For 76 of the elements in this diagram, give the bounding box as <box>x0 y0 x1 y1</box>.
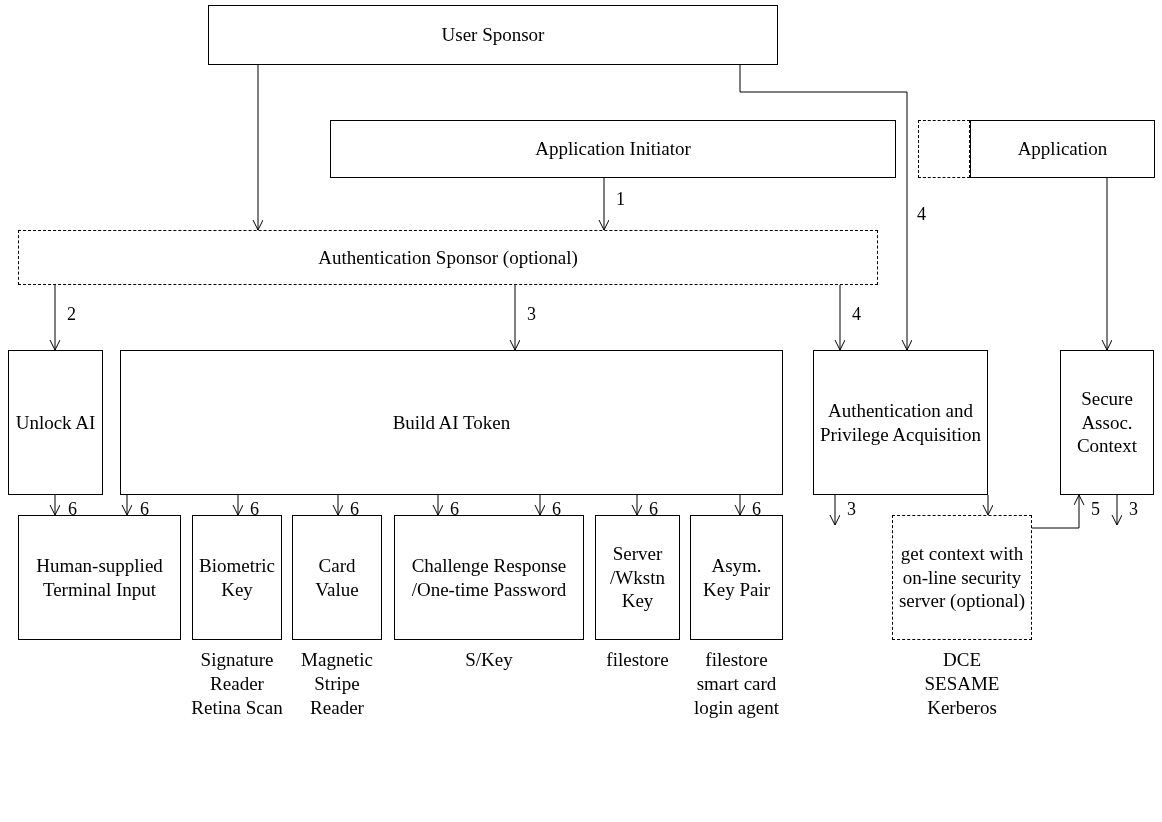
box-label: Build AI Token <box>391 410 512 435</box>
caption-text: DCE <box>942 648 982 672</box>
process-box <box>292 515 382 640</box>
box-label: Authentication Sponsor (optional) <box>317 245 579 270</box>
arrow <box>1101 177 1113 351</box>
arrow <box>232 494 244 516</box>
arrow <box>982 494 994 516</box>
box-label: Application <box>1016 137 1109 161</box>
process-box <box>595 515 680 640</box>
edge-label: 3 <box>847 500 856 518</box>
free-arrow <box>829 494 841 526</box>
edge-label: 3 <box>527 305 536 323</box>
caption-text: filestore <box>605 648 670 672</box>
caption-text: login agent <box>693 696 780 720</box>
caption-text: Kerberos <box>926 696 998 720</box>
process-box <box>330 120 896 178</box>
box-label: Secure Assoc. Context <box>1075 386 1139 459</box>
box-label: Biometric Key <box>198 553 276 602</box>
box-label: Asym. Key Pair <box>702 553 771 602</box>
box-label: Challenge Response /One-time Password <box>410 553 568 602</box>
edge-label: 4 <box>852 305 861 323</box>
caption-text: filestore <box>704 648 769 672</box>
arrow <box>1031 494 1085 529</box>
arrow <box>49 494 61 516</box>
arrow <box>332 494 344 516</box>
arrow <box>432 494 444 516</box>
edge-label: 5 <box>1091 500 1100 518</box>
edge-label: 6 <box>552 500 561 518</box>
arrow <box>834 284 846 351</box>
caption-text: Retina Scan <box>190 696 284 720</box>
box-label: Application Initiator <box>534 137 692 161</box>
process-box <box>192 515 282 640</box>
box-label: Card Value <box>314 553 360 602</box>
edge-label: 6 <box>250 500 259 518</box>
edge-label: 4 <box>917 205 926 223</box>
process-box <box>120 350 783 495</box>
box-label: Authentication and Privilege Acquisition <box>819 398 982 447</box>
process-box <box>1060 350 1154 495</box>
edge-label: 1 <box>616 190 625 208</box>
caption-text: smart card <box>695 672 778 696</box>
process-box <box>8 350 103 495</box>
caption-text: Magnetic Stripe Reader <box>300 648 374 720</box>
arrow <box>252 64 264 231</box>
box-label: get context with on-line security server (optional) <box>897 541 1027 614</box>
box-label: Unlock AI <box>14 410 97 435</box>
arrow <box>49 284 61 351</box>
edge-label: 2 <box>67 305 76 323</box>
edge-label: 6 <box>140 500 149 518</box>
edge-label: 6 <box>752 500 761 518</box>
box-label: Server /Wkstn Key <box>609 541 666 614</box>
arrow <box>509 284 521 351</box>
edge-label: 6 <box>450 500 459 518</box>
process-box <box>970 120 1155 178</box>
arrow <box>631 494 643 516</box>
box-label: Human-supplied Terminal Input <box>35 553 164 602</box>
process-box <box>18 515 181 640</box>
caption-text: SESAME <box>923 672 1001 696</box>
edge-label: 6 <box>68 500 77 518</box>
dashed-box <box>18 230 878 285</box>
caption-text: S/Key <box>464 648 514 672</box>
edge-label: 6 <box>350 500 359 518</box>
arrow <box>734 494 746 516</box>
arrow <box>739 64 913 351</box>
free-arrow <box>1111 494 1123 526</box>
box-label: User Sponsor <box>440 23 546 47</box>
edge-label: 3 <box>1129 500 1138 518</box>
process-box <box>690 515 783 640</box>
edge-label: 6 <box>649 500 658 518</box>
process-box <box>394 515 584 640</box>
process-box <box>208 5 778 65</box>
caption-text: Signature Reader <box>199 648 275 696</box>
arrow <box>121 494 133 516</box>
dashed-box <box>892 515 1032 640</box>
arrow <box>598 177 610 231</box>
process-box <box>813 350 988 495</box>
arrow <box>534 494 546 516</box>
